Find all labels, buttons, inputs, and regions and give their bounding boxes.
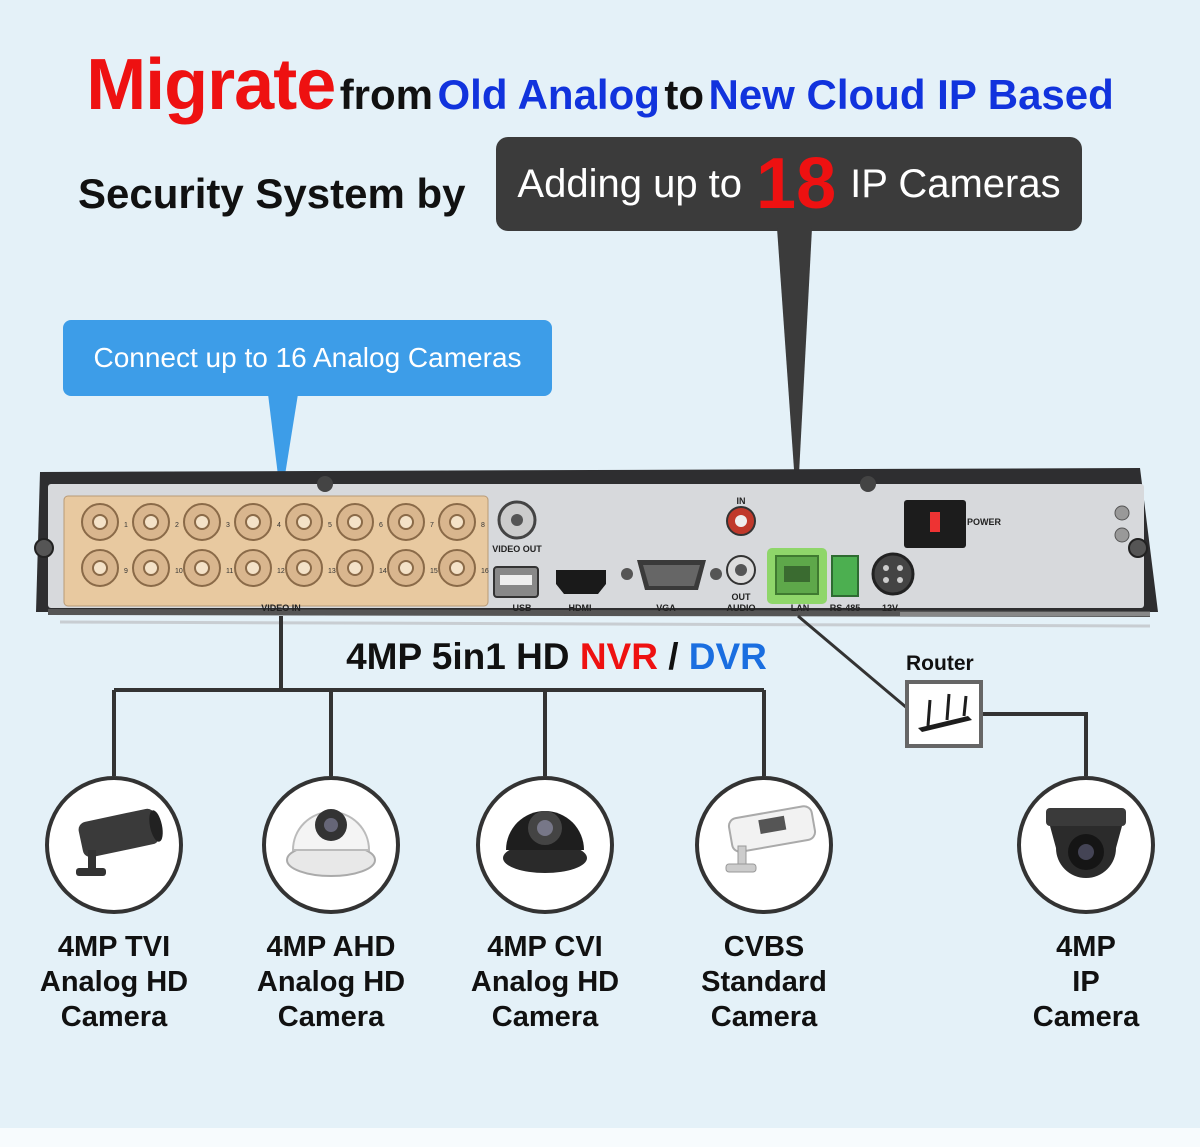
ip-bubble-post: IP Cameras bbox=[850, 161, 1061, 206]
hdmi-port bbox=[556, 570, 606, 594]
rs485-port bbox=[831, 555, 859, 597]
headline-old-analog: Old Analog bbox=[437, 71, 660, 118]
label-audio: AUDIO bbox=[727, 603, 756, 613]
camera-label-line: 4MP CVI bbox=[487, 931, 603, 963]
bnc-connector-center bbox=[92, 514, 108, 530]
camera-label-line: IP bbox=[1072, 966, 1100, 998]
label-hdmi: HDMI bbox=[569, 603, 592, 613]
device-label-dvr: DVR bbox=[688, 636, 767, 677]
channel-number: 11 bbox=[226, 568, 233, 575]
camera-label-line: 4MP AHD bbox=[266, 931, 396, 963]
headline-from: from bbox=[339, 71, 434, 118]
bnc-connector-center bbox=[449, 560, 465, 576]
bnc-connector-center bbox=[245, 560, 261, 576]
bullet-camera-dark-icon bbox=[76, 808, 163, 876]
channel-number: 9 bbox=[124, 568, 128, 575]
camera-label-line: Analog HD bbox=[470, 966, 620, 998]
ip-bubble-tail bbox=[777, 228, 812, 512]
channel-number: 2 bbox=[175, 522, 179, 529]
channel-number: 12 bbox=[277, 568, 285, 575]
headline-migrate: Migrate bbox=[86, 45, 336, 125]
camera-label-tvi: 4MP TVI Analog HD Camera bbox=[14, 930, 214, 1035]
analog-bubble-tail bbox=[268, 394, 298, 500]
label-video-in: VIDEO IN bbox=[261, 603, 301, 613]
label-power-in: 12V bbox=[882, 603, 898, 613]
bnc-connector-center bbox=[398, 560, 414, 576]
device-label-sep: / bbox=[668, 636, 679, 677]
camera-label-line: 4MP bbox=[1056, 931, 1116, 963]
camera-label-line: Analog HD bbox=[39, 966, 189, 998]
vga-port bbox=[621, 560, 722, 590]
bnc-connector-center bbox=[296, 560, 312, 576]
label-rs485: RS-485 bbox=[830, 603, 861, 613]
headline-to: to bbox=[664, 71, 705, 118]
camera-label-line: Camera bbox=[60, 1001, 168, 1033]
bnc-connector-center bbox=[449, 514, 465, 530]
camera-label-line: Camera bbox=[1032, 1001, 1140, 1033]
camera-label-line: Camera bbox=[277, 1001, 385, 1033]
bnc-connector-center bbox=[194, 514, 210, 530]
bnc-connector-center bbox=[143, 514, 159, 530]
camera-label-line: Camera bbox=[491, 1001, 599, 1033]
label-lan: LAN bbox=[791, 603, 810, 613]
label-usb: USB bbox=[512, 603, 532, 613]
channel-number: 14 bbox=[379, 568, 387, 575]
connection-lines bbox=[112, 614, 1088, 776]
channel-number: 6 bbox=[379, 522, 383, 529]
dome-camera-white-icon bbox=[286, 809, 376, 877]
ip-bubble-pre: Adding up to bbox=[517, 161, 743, 206]
camera-label-ip: 4MP IP Camera bbox=[986, 930, 1186, 1035]
device-label-pre: 4MP 5in1 HD bbox=[346, 636, 570, 677]
ip-dome-camera-icon bbox=[1046, 808, 1126, 878]
ip-cameras-bubble: Adding up to 18 IP Cameras bbox=[496, 137, 1082, 231]
subline: Security System by bbox=[78, 170, 466, 217]
dome-camera-black-icon bbox=[503, 811, 587, 873]
camera-label-line: Analog HD bbox=[256, 966, 406, 998]
ip-bubble-number: 18 bbox=[756, 144, 837, 224]
device-label-nvr: NVR bbox=[579, 636, 658, 677]
label-video-out: VIDEO OUT bbox=[492, 544, 542, 554]
headline: Migrate from Old Analog to New Cloud IP … bbox=[0, 44, 1200, 126]
bnc-connector-center bbox=[194, 560, 210, 576]
camera-label-line: Camera bbox=[710, 1001, 818, 1033]
label-power: POWER bbox=[967, 517, 1002, 527]
bnc-connector-center bbox=[296, 514, 312, 530]
device-label: 4MP 5in1 HD NVR / DVR bbox=[0, 636, 1113, 678]
bottom-bar bbox=[0, 1128, 1200, 1147]
analog-cameras-bubble: Connect up to 16 Analog Cameras bbox=[63, 320, 552, 396]
channel-number: 8 bbox=[481, 522, 485, 529]
channel-number: 1 bbox=[124, 522, 128, 529]
camera-label-line: Standard bbox=[701, 966, 827, 998]
bnc-connector-center bbox=[143, 560, 159, 576]
channel-number: 7 bbox=[430, 522, 434, 529]
camera-label-line: 4MP TVI bbox=[57, 931, 171, 963]
bnc-connector-center bbox=[245, 514, 261, 530]
bnc-connector-center bbox=[347, 560, 363, 576]
bnc-connector-center bbox=[92, 560, 108, 576]
channel-number: 10 bbox=[175, 568, 183, 575]
channel-number: 4 bbox=[277, 522, 281, 529]
channel-number: 16 bbox=[481, 568, 489, 575]
channel-number: 5 bbox=[328, 522, 332, 529]
power-in-port bbox=[871, 552, 915, 596]
label-audio-in: IN bbox=[737, 496, 746, 506]
bullet-camera-white-icon bbox=[725, 805, 817, 873]
camera-label-cvbs: CVBS Standard Camera bbox=[664, 930, 864, 1035]
camera-label-ahd: 4MP AHD Analog HD Camera bbox=[231, 930, 431, 1035]
label-audio-out: OUT bbox=[732, 592, 752, 602]
channel-number: 15 bbox=[430, 568, 438, 575]
channel-number: 13 bbox=[328, 568, 336, 575]
headline-new-cloud: New Cloud IP Based bbox=[708, 71, 1114, 118]
label-vga: VGA bbox=[656, 603, 676, 613]
router-icon bbox=[905, 680, 983, 748]
camera-label-cvi: 4MP CVI Analog HD Camera bbox=[445, 930, 645, 1035]
bnc-connector-center bbox=[347, 514, 363, 530]
bnc-connector-center bbox=[398, 514, 414, 530]
camera-label-line: CVBS bbox=[723, 931, 805, 963]
router-label: Router bbox=[906, 652, 974, 675]
channel-number: 3 bbox=[226, 522, 230, 529]
